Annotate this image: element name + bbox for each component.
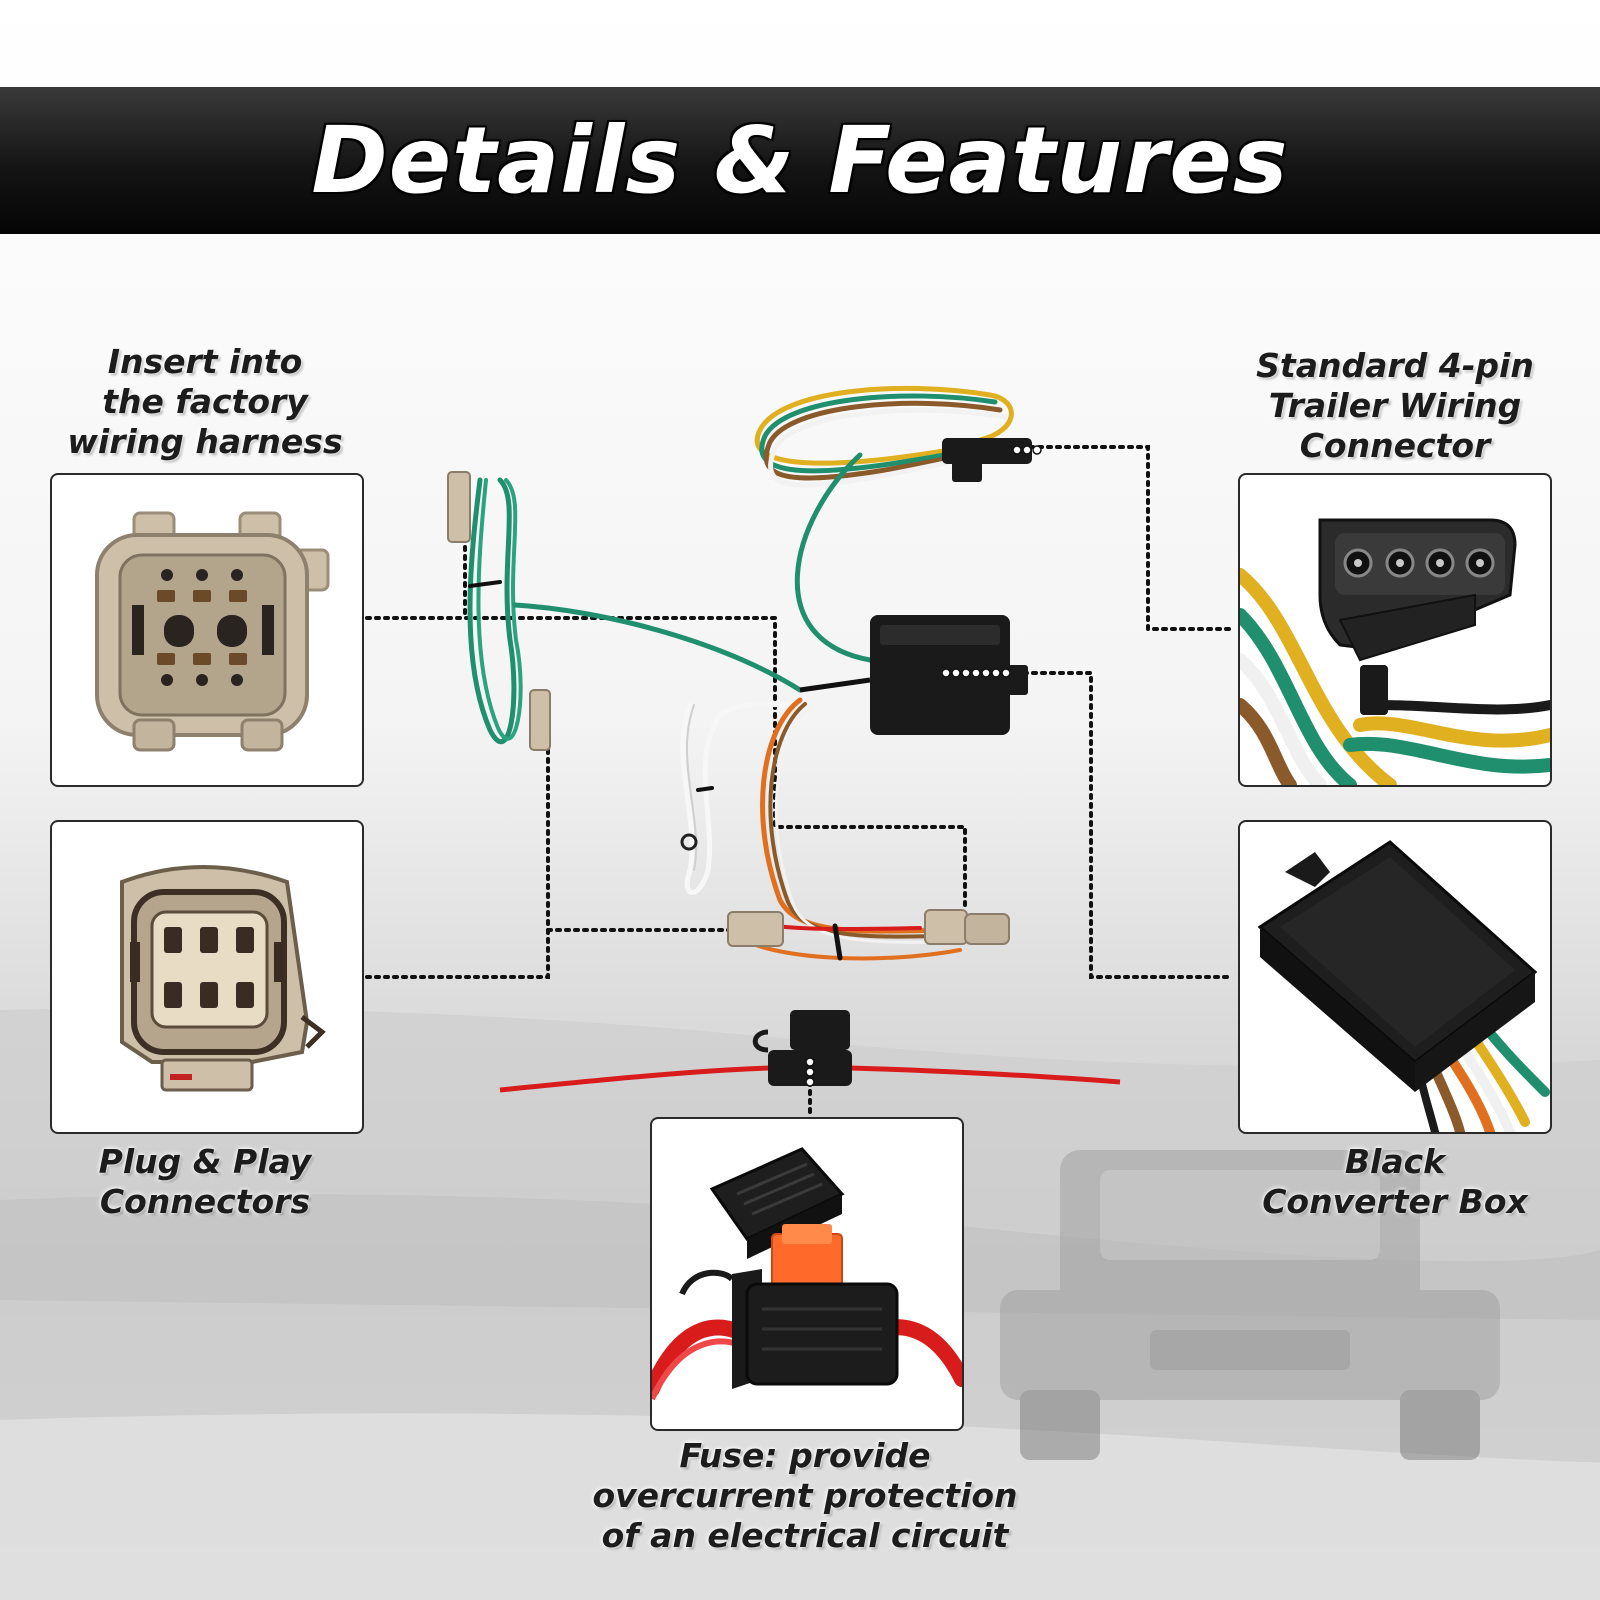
callout-line: Connectors [99, 1182, 311, 1221]
converter-box-image [1257, 840, 1550, 1132]
leader-oem-socket [365, 616, 967, 907]
callout-converter-box: Black Converter Box [1230, 1142, 1560, 1222]
callout-line: Plug & Play [98, 1142, 312, 1181]
callout-line: overcurrent protection [592, 1476, 1018, 1515]
callout-insert-harness: Insert into the factory wiring harness [50, 342, 360, 462]
callout-line: Standard 4-pin [1256, 346, 1534, 385]
callout-standard-4pin: Standard 4-pin Trailer Wiring Connector [1230, 346, 1560, 466]
fuse-holder-image [652, 1147, 962, 1401]
oem-side-harness [447, 471, 803, 751]
callout-plug-play: Plug & Play Connectors [50, 1142, 360, 1222]
panel-converter-box [1238, 820, 1552, 1134]
callout-line: Insert into [107, 342, 303, 381]
callout-fuse: Fuse: provide overcurrent protection of … [560, 1436, 1050, 1556]
4-pin-connector-image [1240, 518, 1550, 785]
callout-line: Trailer Wiring [1268, 386, 1522, 425]
panel-fuse [650, 1117, 964, 1431]
callout-line: Black [1344, 1142, 1446, 1181]
4-pin-harness [754, 385, 1042, 663]
leader-4pin [1028, 445, 1235, 631]
callout-line: wiring harness [67, 422, 343, 461]
callout-line: of an electrical circuit [601, 1516, 1009, 1555]
callout-line: Fuse: provide [679, 1436, 931, 1475]
callout-line: the factory [102, 382, 308, 421]
panel-oem-socket [50, 473, 364, 787]
leader-plug-play [365, 698, 550, 979]
title-banner: Details & Features [0, 87, 1600, 234]
callout-line: Connector [1299, 426, 1491, 465]
inline-fuse [499, 1010, 1121, 1093]
converter-box [799, 615, 1028, 735]
panel-plug-play [50, 820, 364, 1134]
callout-line: Converter Box [1262, 1182, 1528, 1221]
plug-play-harness [727, 697, 1010, 961]
oem-socket-image [95, 511, 330, 752]
ground-wire [680, 701, 793, 895]
panel-4pin-connector [1238, 473, 1552, 787]
plug-connector-image [120, 865, 326, 1092]
page-title: Details & Features [311, 107, 1289, 214]
